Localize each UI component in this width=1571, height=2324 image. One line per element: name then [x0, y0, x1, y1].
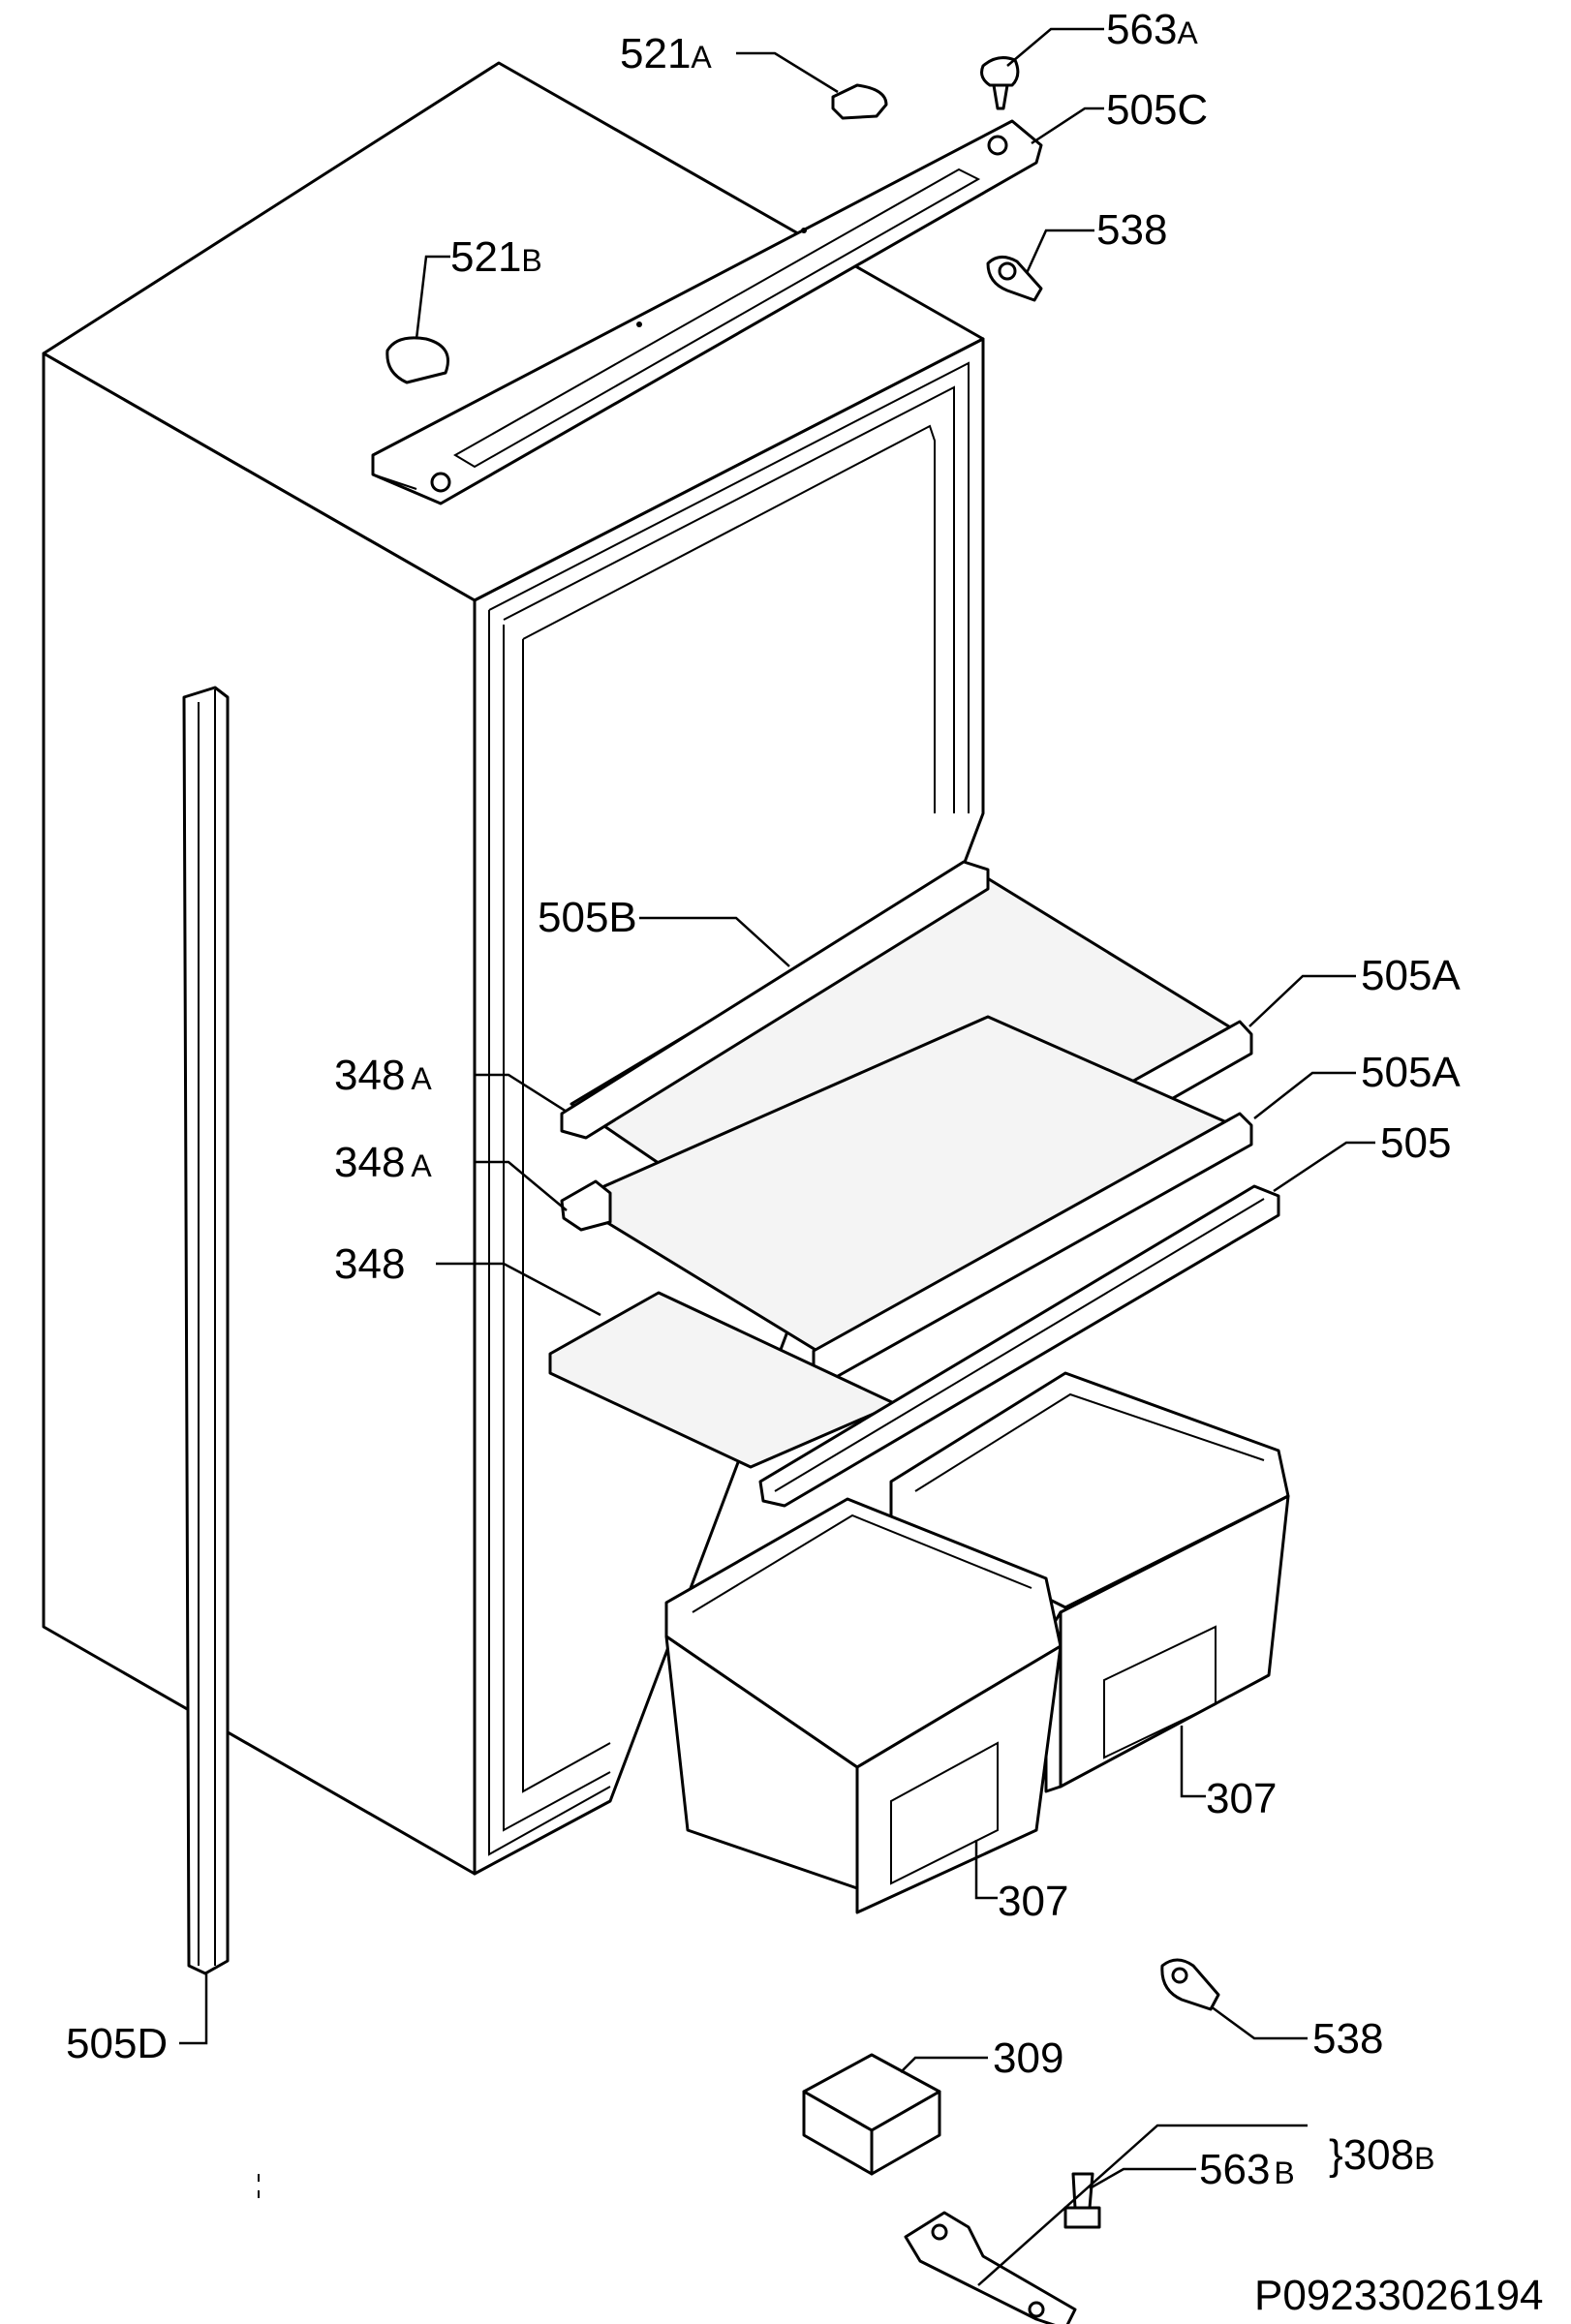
- label-563a: 563A: [1106, 6, 1198, 53]
- label-348: 348: [334, 1240, 405, 1288]
- shelf-trim-505: [758, 1184, 1280, 1508]
- label-521a: 521A: [620, 30, 712, 77]
- glass-plate-348: [548, 1291, 898, 1469]
- screw-563a: [980, 56, 1020, 110]
- label-309: 309: [993, 2034, 1063, 2082]
- part-labels: 521A 563A 505C 521B 538 505B 505A 505A 5…: [66, 6, 1544, 2319]
- label-505a-lower: 505A: [1361, 1049, 1461, 1096]
- door-trim-505d: [182, 686, 230, 1975]
- cap-521b: [385, 336, 449, 384]
- label-505d: 505D: [66, 2020, 168, 2067]
- crisper-bin-307-right: [889, 1371, 1290, 1793]
- spacer-block-309: [802, 2053, 941, 2176]
- hinge-bracket-308b: [904, 2211, 1077, 2324]
- label-505c: 505C: [1106, 86, 1208, 134]
- cap-521a: [831, 83, 888, 120]
- dash-marks: [258, 2174, 260, 2198]
- label-505b: 505B: [538, 894, 637, 941]
- label-307-right: 307: [1206, 1775, 1277, 1822]
- label-505: 505: [1380, 1119, 1451, 1167]
- leader-lines: [179, 27, 1375, 2286]
- label-538-top: 538: [1096, 206, 1167, 254]
- glass-shelf-505a: [560, 1015, 1253, 1382]
- hinge-pin-538-bottom: [1160, 1958, 1220, 2011]
- label-505a-upper: 505A: [1361, 952, 1461, 999]
- label-307-left: 307: [998, 1878, 1068, 1925]
- crisper-bin-307-left: [664, 1497, 1063, 1914]
- label-308b: }308B: [1329, 2131, 1434, 2179]
- top-hinge-bar-505c: [371, 119, 1043, 505]
- hinge-pin-538-top: [986, 256, 1043, 302]
- label-538-bottom: 538: [1312, 2015, 1383, 2063]
- label-521b: 521B: [450, 233, 542, 281]
- drawing-code: P09233026194: [1254, 2272, 1544, 2319]
